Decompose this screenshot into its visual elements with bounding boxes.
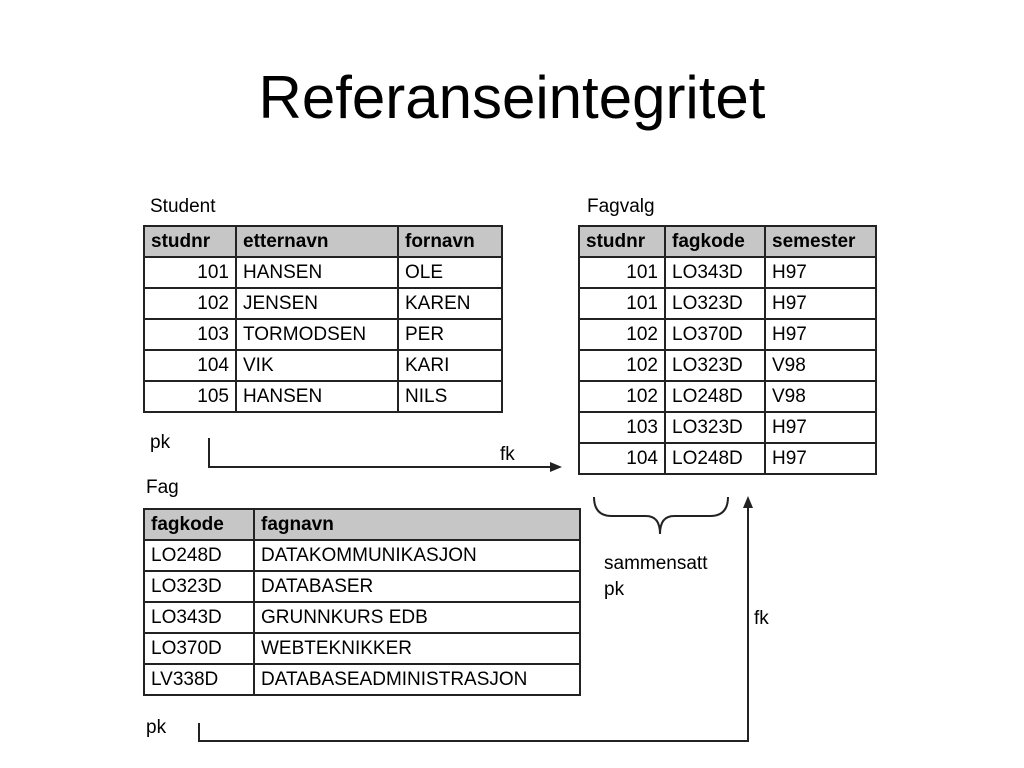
cell-fagkode: LO248D [664,442,766,475]
cell-studnr: 103 [143,318,237,351]
cell-fagkode: LO370D [143,632,255,665]
table-row: 102 LO248D V98 [578,380,877,413]
cell-fagkode: LO323D [664,287,766,320]
student-to-fagvalg-arrow [208,438,562,472]
col-header-studnr: studnr [578,225,666,258]
cell-fornavn: NILS [397,380,503,413]
table-row: 101 LO343D H97 [578,256,877,289]
table-row: 102 JENSEN KAREN [143,287,503,320]
cell-fagkode: LV338D [143,663,255,696]
cell-semester: H97 [764,287,877,320]
cell-semester: H97 [764,442,877,475]
slide-title: Referanseintegritet [258,64,766,131]
table-row: 101 HANSEN OLE [143,256,503,289]
cell-fornavn: KAREN [397,287,503,320]
cell-studnr: 105 [143,380,237,413]
cell-fagkode: LO370D [664,318,766,351]
cell-studnr: 102 [578,349,666,382]
cell-studnr: 104 [143,349,237,382]
cell-fagkode: LO343D [143,601,255,634]
cell-fagkode: LO323D [664,349,766,382]
fag-table-label: Fag [146,477,179,498]
table-row: 104 LO248D H97 [578,442,877,475]
table-row: 103 LO323D H97 [578,411,877,444]
student-header-row: studnr etternavn fornavn [143,225,503,258]
fagvalg-table-label: Fagvalg [587,196,655,217]
cell-fagnavn: WEBTEKNIKKER [253,632,581,665]
col-header-fagkode: fagkode [664,225,766,258]
cell-fagnavn: GRUNNKURS EDB [253,601,581,634]
cell-semester: V98 [764,349,877,382]
table-row: 102 LO323D V98 [578,349,877,382]
col-header-fagkode: fagkode [143,508,255,541]
fag-to-fagvalg-arrow [198,496,753,742]
composite-pk-label-line1: sammensatt [604,553,708,574]
cell-etternavn: JENSEN [235,287,399,320]
table-row: LO343D GRUNNKURS EDB [143,601,581,634]
cell-etternavn: VIK [235,349,399,382]
cell-fagnavn: DATABASEADMINISTRASJON [253,663,581,696]
cell-fagnavn: DATABASER [253,570,581,603]
table-row: 101 LO323D H97 [578,287,877,320]
cell-studnr: 101 [578,256,666,289]
cell-fagkode: LO343D [664,256,766,289]
student-table-label: Student [150,196,216,217]
table-row: 102 LO370D H97 [578,318,877,351]
col-header-studnr: studnr [143,225,237,258]
cell-etternavn: HANSEN [235,380,399,413]
cell-fagkode: LO323D [143,570,255,603]
fag-pk-label: pk [146,717,167,738]
cell-semester: H97 [764,318,877,351]
fagvalg-table: studnr fagkode semester 101 LO343D H97 1… [578,225,877,475]
cell-studnr: 104 [578,442,666,475]
cell-fagkode: LO248D [664,380,766,413]
table-row: 105 HANSEN NILS [143,380,503,413]
fagvalg-header-row: studnr fagkode semester [578,225,877,258]
cell-fagnavn: DATAKOMMUNIKASJON [253,539,581,572]
composite-pk-label-line2: pk [604,579,625,600]
cell-semester: H97 [764,411,877,444]
table-row: LO370D WEBTEKNIKKER [143,632,581,665]
cell-studnr: 102 [578,318,666,351]
cell-semester: H97 [764,256,877,289]
col-header-fornavn: fornavn [397,225,503,258]
cell-studnr: 101 [578,287,666,320]
col-header-semester: semester [764,225,877,258]
cell-fornavn: KARI [397,349,503,382]
fag-fk-label: fk [754,608,769,629]
cell-fornavn: OLE [397,256,503,289]
composite-pk-brace [593,496,729,535]
cell-fagkode: LO248D [143,539,255,572]
table-row: LO248D DATAKOMMUNIKASJON [143,539,581,572]
table-row: 104 VIK KARI [143,349,503,382]
cell-semester: V98 [764,380,877,413]
fag-table: fagkode fagnavn LO248D DATAKOMMUNIKASJON… [143,508,581,696]
student-table: studnr etternavn fornavn 101 HANSEN OLE … [143,225,503,413]
fag-header-row: fagkode fagnavn [143,508,581,541]
col-header-etternavn: etternavn [235,225,399,258]
cell-etternavn: TORMODSEN [235,318,399,351]
cell-studnr: 102 [143,287,237,320]
cell-fornavn: PER [397,318,503,351]
cell-etternavn: HANSEN [235,256,399,289]
table-row: 103 TORMODSEN PER [143,318,503,351]
cell-studnr: 101 [143,256,237,289]
cell-studnr: 102 [578,380,666,413]
cell-fagkode: LO323D [664,411,766,444]
table-row: LV338D DATABASEADMINISTRASJON [143,663,581,696]
table-row: LO323D DATABASER [143,570,581,603]
student-fk-label: fk [500,444,515,465]
col-header-fagnavn: fagnavn [253,508,581,541]
student-pk-label: pk [150,432,171,453]
cell-studnr: 103 [578,411,666,444]
